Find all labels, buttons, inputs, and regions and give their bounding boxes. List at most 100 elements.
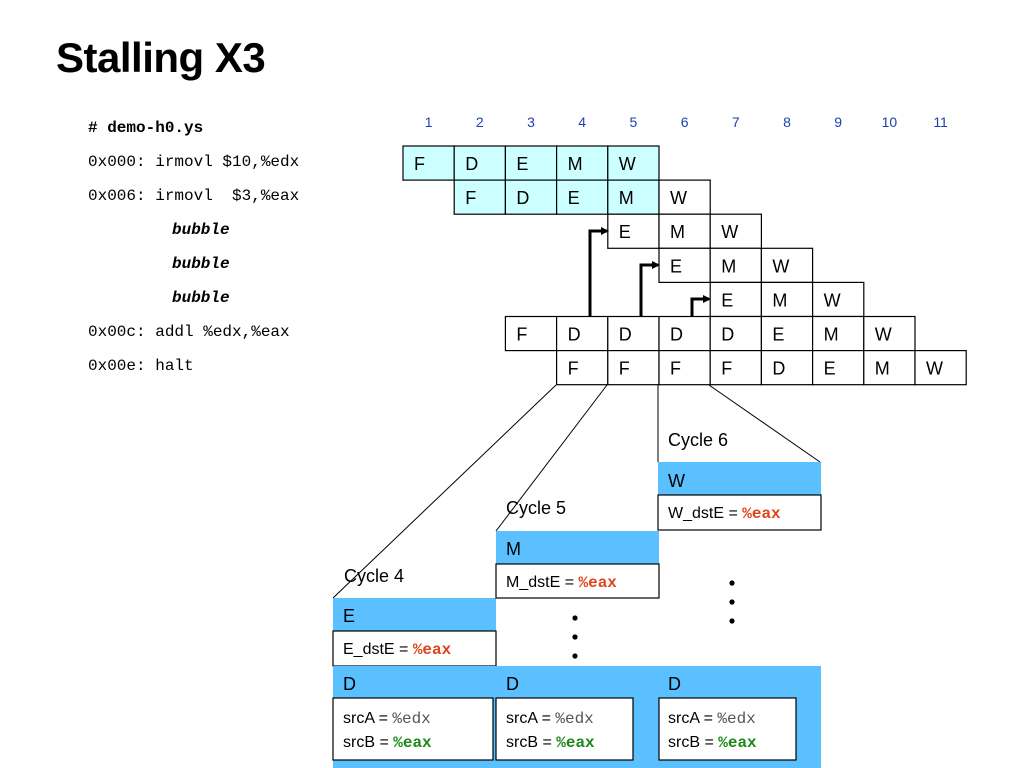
- pipeline-cell: [760, 247, 814, 284]
- stage-label: F: [516, 325, 527, 345]
- pipeline-cell: [555, 179, 609, 215]
- stage-label: M: [721, 256, 736, 276]
- stage-label: E: [772, 325, 784, 345]
- stage-bar-m: [496, 531, 659, 564]
- stage-label: F: [414, 154, 425, 174]
- stage-label: D: [568, 325, 581, 345]
- pipeline-register-box: [657, 494, 822, 531]
- pipeline-cell: [555, 145, 609, 181]
- cycle-label: Cycle 5: [506, 498, 566, 518]
- stall-arrow: [690, 295, 711, 316]
- stage-letter: E: [343, 606, 355, 626]
- stage-label: E: [619, 222, 631, 242]
- pipeline-cell: [453, 145, 507, 181]
- code-line: 0x006: irmovl $3,%eax: [88, 187, 300, 205]
- code-line: 0x00c: addl %edx,%eax: [88, 323, 290, 341]
- stage-label: M: [568, 154, 583, 174]
- pipeline-cell: [607, 179, 660, 215]
- stage-label: F: [465, 188, 476, 208]
- stage-label: W: [875, 325, 892, 345]
- forwarding-arrows: [588, 227, 711, 316]
- pipeline-cell: [863, 350, 916, 386]
- stage-label: F: [670, 359, 681, 379]
- cycle-label: Cycle 4: [344, 566, 404, 586]
- callout-cycle-4: Cycle 4 E E_dstE = %eax: [332, 566, 497, 667]
- stage-label: E: [721, 290, 733, 310]
- pipeline-cell: [658, 213, 711, 249]
- src-b-field: srcB = %eax: [668, 734, 757, 752]
- stage-label: D: [772, 359, 785, 379]
- cycle-number: 10: [882, 114, 898, 130]
- pipeline-cell: [607, 213, 660, 249]
- ellipsis-dots: [572, 580, 735, 659]
- cycle-number: 1: [425, 114, 433, 130]
- cycle-label: Cycle 6: [668, 430, 728, 450]
- stage-bar-w: [658, 462, 821, 495]
- code-line: 0x000: irmovl $10,%edx: [88, 153, 300, 171]
- pipeline-cell: [811, 281, 865, 318]
- stage-label: F: [568, 359, 579, 379]
- pipeline-cell: [504, 315, 558, 352]
- stage-label: M: [772, 290, 787, 310]
- register-field: W_dstE = %eax: [668, 505, 781, 523]
- slide-title: Stalling X3: [56, 34, 266, 81]
- bubble-line: bubble: [172, 289, 230, 307]
- src-b-field: srcB = %eax: [343, 734, 432, 752]
- decode-box-2: D srcA = %edx srcB = %eax: [495, 666, 659, 768]
- callout-cycle-6: Cycle 6 W W_dstE = %eax: [657, 430, 822, 531]
- src-b-field: srcB = %eax: [506, 734, 595, 752]
- stage-label: D: [721, 325, 734, 345]
- stage-label: W: [772, 256, 789, 276]
- stage-bar-e: [333, 598, 496, 631]
- stall-arrow: [639, 261, 660, 316]
- cycle-number: 3: [527, 114, 535, 130]
- cycle-number: 4: [578, 114, 586, 130]
- stage-letter: D: [506, 674, 519, 694]
- stage-label: M: [824, 325, 839, 345]
- pipeline-cell: [709, 315, 763, 352]
- pipeline-cell: [607, 350, 660, 386]
- stage-label: M: [875, 359, 890, 379]
- stage-letter: M: [506, 539, 521, 559]
- decode-register-box: [658, 697, 797, 761]
- src-a-field: srcA = %edx: [343, 710, 431, 728]
- pipeline-cell: [811, 315, 865, 352]
- pipeline-cell: [760, 281, 814, 318]
- decode-register-box: [495, 697, 634, 761]
- stage-label: W: [926, 359, 943, 379]
- stage-label: W: [721, 222, 738, 242]
- stage-label: E: [516, 154, 528, 174]
- stage-label: D: [670, 325, 683, 345]
- src-a-field: srcA = %edx: [506, 710, 594, 728]
- callout-cycle-5: Cycle 5 M M_dstE = %eax: [495, 498, 660, 599]
- stage-label: F: [721, 359, 732, 379]
- decode-box-3: D srcA = %edx srcB = %eax: [658, 666, 821, 768]
- pipeline-register-box: [332, 630, 497, 667]
- register-field: E_dstE = %eax: [343, 641, 452, 659]
- stage-label: M: [670, 222, 685, 242]
- decode-register-box: [332, 697, 494, 761]
- stage-label: M: [619, 188, 634, 208]
- pipeline-cell: [402, 145, 455, 181]
- pipeline-cell: [658, 350, 711, 386]
- pipeline-register-box: [495, 563, 660, 599]
- decode-box-1: D srcA = %edx srcB = %eax: [332, 666, 496, 768]
- stage-label: D: [465, 154, 478, 174]
- code-line: 0x00e: halt: [88, 357, 194, 375]
- cycle-number: 6: [681, 114, 689, 130]
- pipeline-cell: [504, 179, 558, 215]
- register-field: M_dstE = %eax: [506, 574, 617, 592]
- stage-letter: W: [668, 471, 685, 491]
- cycle-number: 2: [476, 114, 484, 130]
- pipeline-cell: [658, 247, 711, 284]
- cycle-number: 9: [834, 114, 842, 130]
- stage-letter: D: [343, 674, 356, 694]
- stage-label: E: [824, 359, 836, 379]
- stage-label: W: [619, 154, 636, 174]
- cycle-number: 5: [630, 114, 638, 130]
- pipeline-cell: [658, 315, 711, 352]
- program-header: # demo-h0.ys: [88, 119, 204, 137]
